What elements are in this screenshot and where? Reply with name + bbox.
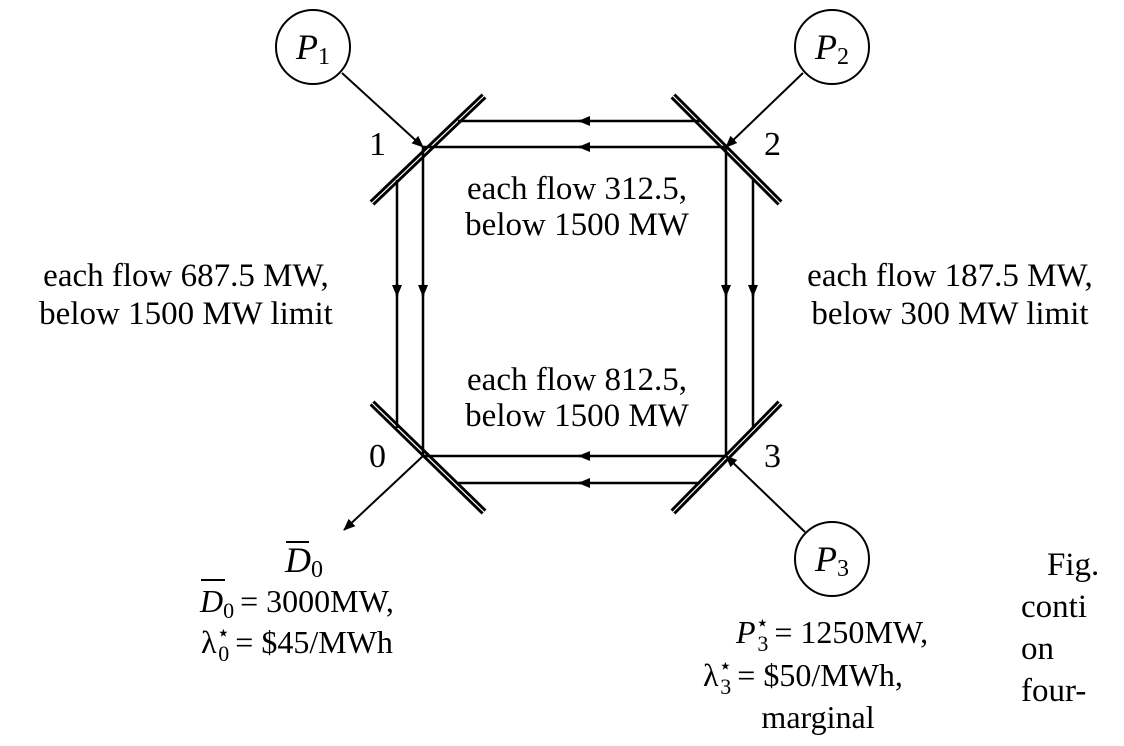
right-line-label-1: each flow 187.5 MW, xyxy=(807,258,1093,294)
caption-line-1: Fig. xyxy=(1047,547,1099,583)
bus-1 xyxy=(369,93,487,206)
line-2-3 xyxy=(721,147,758,456)
generator-p1-circle xyxy=(275,9,351,85)
node-label-0: 0 xyxy=(369,438,386,475)
bottom-line-label-2: below 1500 MW xyxy=(465,398,689,434)
bus-0 xyxy=(369,400,487,515)
line-1-2 xyxy=(423,116,726,152)
node-label-3: 3 xyxy=(764,438,781,475)
node-label-2: 2 xyxy=(764,126,781,163)
right-line-label-2: below 300 MW limit xyxy=(811,296,1088,332)
demand-arrow-d0 xyxy=(343,455,424,531)
bottom-line-label-1: each flow 812.5, xyxy=(467,362,687,398)
injection-arrow-p3 xyxy=(725,455,806,533)
generator-p2-circle xyxy=(794,9,870,85)
gen3-marginal-note: marginal xyxy=(761,699,874,735)
price-lambda0-equation: λ⋆0= $45/MWh xyxy=(201,620,393,666)
generator-p3-circle xyxy=(794,521,870,597)
left-line-label-2: below 1500 MW limit xyxy=(39,296,333,332)
line-0-3 xyxy=(423,451,726,488)
caption-line-2: conti xyxy=(1021,589,1087,625)
caption-line-3: on xyxy=(1021,631,1054,667)
demand-d0-equation: D0= 3000MW, xyxy=(199,583,394,623)
gen3-output-equation: P⋆3= 1250MW, xyxy=(735,610,928,656)
generator-p3-label: P3 xyxy=(814,539,849,582)
top-line-label-1: each flow 312.5, xyxy=(467,171,687,207)
injection-arrow-p1 xyxy=(341,72,424,148)
top-line-label-2: below 1500 MW xyxy=(465,207,689,243)
injection-arrow-p2 xyxy=(725,72,804,148)
caption-fragment: Fig. conti on four- xyxy=(1021,547,1099,709)
price-lambda3-equation: λ⋆3= $50/MWh, xyxy=(703,653,903,699)
generator-p2-label: P2 xyxy=(814,27,849,70)
gen3-result-block: P⋆3= 1250MW, λ⋆3= $50/MWh, marginal xyxy=(703,610,928,735)
generator-p1-label: P1 xyxy=(295,27,330,70)
caption-line-4: four- xyxy=(1021,673,1086,709)
demand-d0-block: D0 D0= 3000MW, λ⋆0= $45/MWh xyxy=(199,540,394,666)
left-line-label-1: each flow 687.5 MW, xyxy=(43,258,329,294)
line-1-0 xyxy=(392,147,428,456)
demand-d0-symbol: D0 xyxy=(284,540,323,583)
node-label-1: 1 xyxy=(369,126,386,163)
